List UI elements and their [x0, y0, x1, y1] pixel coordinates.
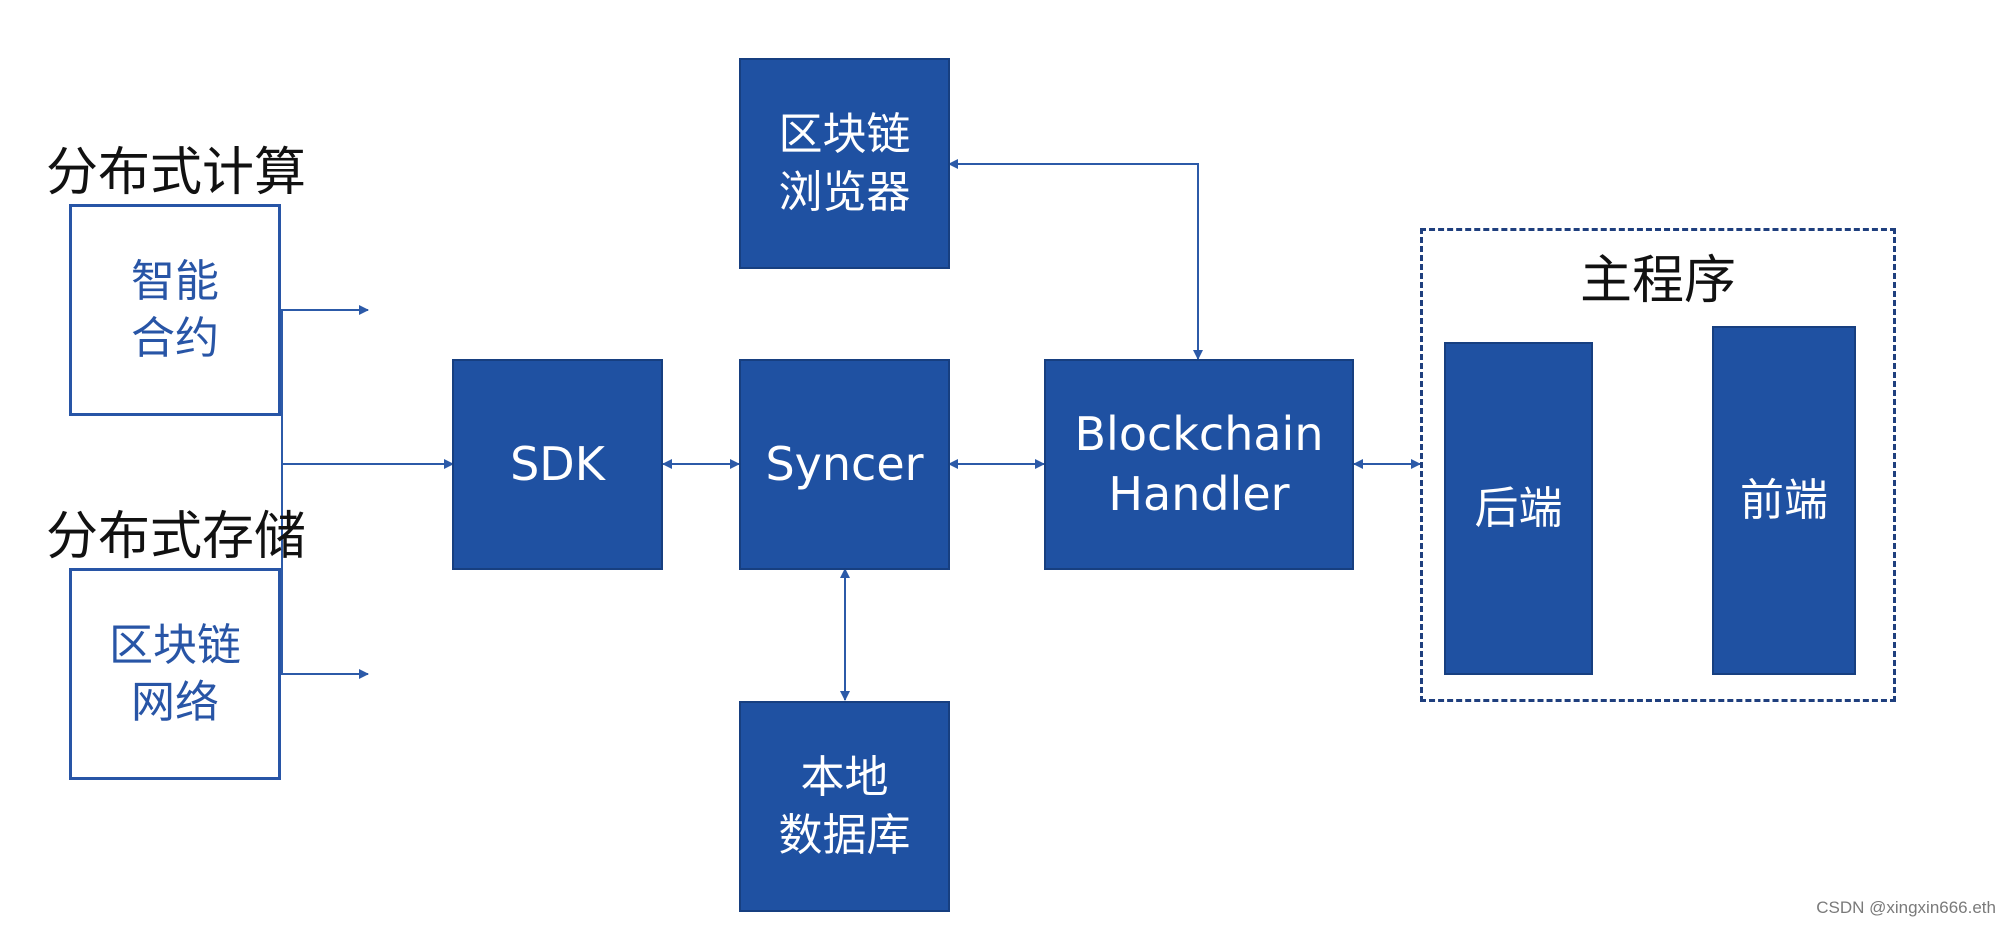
node-blockchain-handler-line2: Handler: [1108, 466, 1290, 521]
watermark: CSDN @xingxin666.eth: [1816, 898, 1996, 917]
edge-handler-browser: [948, 159, 1203, 360]
heading-distributed-computing: 分布式计算: [46, 143, 307, 203]
node-smart-contract-line2: 合约: [131, 313, 219, 364]
node-blockchain-browser-line1: 区块链: [778, 109, 911, 161]
main-program-group: [1420, 228, 1896, 702]
heading-main-program: 主程序: [1580, 251, 1737, 311]
heading-distributed-storage: 分布式存储: [46, 507, 307, 567]
node-sdk[interactable]: SDK: [452, 359, 663, 570]
edge-blockchain-network-sdk: [281, 464, 369, 679]
node-blockchain-network[interactable]: 区块链 网络: [69, 568, 281, 780]
node-frontend[interactable]: 前端: [1712, 326, 1856, 675]
node-blockchain-browser-line2: 浏览器: [778, 166, 911, 218]
node-syncer-label: Syncer: [765, 436, 924, 491]
node-local-database-line2: 数据库: [778, 809, 911, 861]
node-blockchain-handler[interactable]: Blockchain Handler: [1044, 359, 1354, 570]
node-smart-contract-line1: 智能: [131, 255, 219, 307]
node-blockchain-network-line1: 区块链: [109, 619, 241, 671]
node-backend-label: 后端: [1474, 482, 1563, 534]
node-backend[interactable]: 后端: [1444, 342, 1593, 675]
node-sdk-label: SDK: [510, 436, 605, 491]
node-blockchain-browser[interactable]: 区块链 浏览器: [739, 58, 950, 269]
node-syncer[interactable]: Syncer: [739, 359, 950, 570]
node-blockchain-handler-line1: Blockchain: [1074, 406, 1324, 461]
node-local-database[interactable]: 本地 数据库: [739, 701, 950, 912]
node-frontend-label: 前端: [1740, 474, 1828, 526]
node-smart-contract[interactable]: 智能 合约: [69, 204, 281, 416]
edge-smart-contract-sdk: [281, 305, 453, 465]
node-blockchain-network-line2: 网络: [131, 677, 219, 728]
node-local-database-line1: 本地: [800, 752, 889, 804]
